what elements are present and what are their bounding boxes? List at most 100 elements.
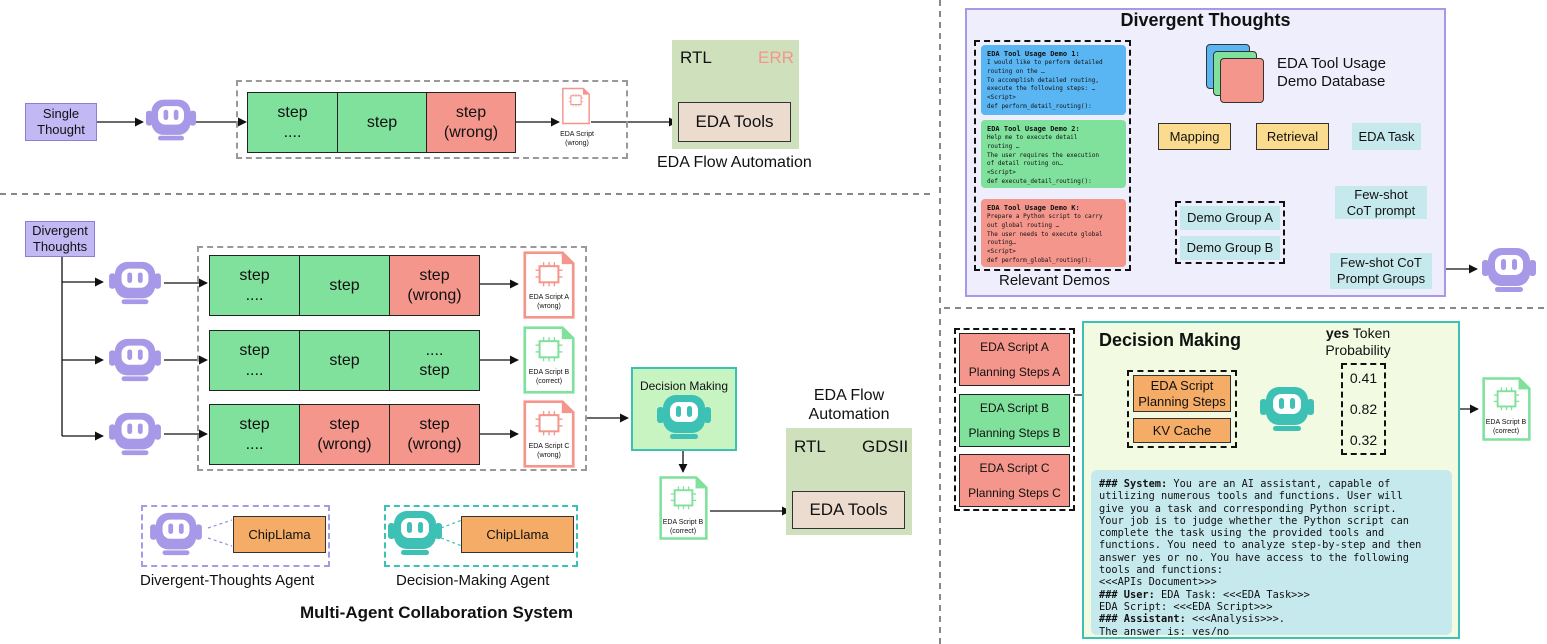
prompt-line: <<<APIs Document>>> [1099, 576, 1444, 588]
step-box: step [299, 330, 390, 391]
flow-title: EDA Flow Automation [657, 154, 812, 171]
probability-label: Probability [1325, 342, 1391, 358]
prompt-line: ### System: You are an AI assistant, cap… [1099, 478, 1444, 490]
demo-card: EDA Tool Usage Demo 1:I would like to pe… [981, 45, 1126, 115]
few-shot-box: Few-shot CoT prompt [1335, 186, 1427, 219]
single-thought-node: Single Thought [25, 103, 97, 141]
demo-body: Prepare a Python script to carry out glo… [987, 213, 1103, 264]
script-doc-icon [521, 325, 577, 400]
multi-steps-container [197, 246, 587, 471]
script-label: EDA Script B (correct) [662, 519, 704, 535]
demo-body: I would like to perform detailed routing… [987, 59, 1103, 110]
script-candidate-c: EDA Script C Planning Steps C [959, 454, 1070, 507]
prompt-text: complete the task using the provided too… [1099, 527, 1385, 540]
step-box: step [299, 255, 390, 316]
prompt-text: <<<APIs Document>>> [1099, 576, 1217, 589]
script-label: EDA Script B (correct) [1485, 419, 1527, 435]
robot-icon [145, 96, 197, 149]
script-doc-icon [561, 87, 591, 130]
prompt-line: give you a task and corresponding Python… [1099, 503, 1444, 515]
prompt-role: ### Assistant: [1099, 613, 1186, 626]
demo-group-b: Demo Group B [1180, 236, 1280, 260]
agent-label: Divergent-Thoughts Agent [140, 572, 315, 589]
panel-title: Divergent Thoughts [1120, 10, 1291, 30]
yes-token-title: yes Token [1318, 325, 1398, 341]
demo-title: EDA Tool Usage Demo 1: [987, 50, 1080, 58]
prompt-line: ### User: EDA Task: <<<EDA Task>>> [1099, 589, 1444, 601]
rtl-label: RTL [794, 437, 826, 456]
robot-icon [1480, 245, 1538, 300]
prompt-line: EDA Script: <<<EDA Script>>> [1099, 601, 1444, 613]
script-label: EDA Script A (wrong) [528, 294, 570, 310]
prompt-line: ### Assistant: <<<Analysis>>>. [1099, 613, 1444, 625]
scripts-container [954, 328, 1075, 511]
prompt-line: answer yes or no. You have access to the… [1099, 552, 1444, 564]
prompt-text: tools and functions: [1099, 564, 1223, 577]
prompt-text: EDA Script: <<<EDA Script>>> [1099, 600, 1273, 613]
probability-container [1341, 363, 1386, 455]
planning-steps-box: EDA Script Planning Steps [1133, 375, 1231, 412]
gdsii-label: GDSII [862, 437, 909, 456]
mapping-box: Mapping [1158, 123, 1231, 150]
demo-title: EDA Tool Usage Demo K: [987, 204, 1080, 212]
steps-container [236, 80, 628, 159]
robot-icon [1259, 384, 1315, 439]
prompt-line: functions. You need to analyze step-by-s… [1099, 539, 1444, 551]
eda-tools-box: EDA Tools [792, 491, 905, 529]
robot-icon [107, 410, 163, 463]
relevant-demos-container [974, 40, 1131, 271]
probability-value: 0.82 [1349, 401, 1378, 417]
prompt-text: functions. You need to analyze step-by-s… [1099, 539, 1422, 552]
step-box-wrong: step (wrong) [299, 404, 390, 465]
script-candidate-b: EDA Script B Planning Steps B [959, 394, 1070, 447]
system-title: Multi-Agent Collaboration System [300, 603, 573, 622]
database-label: EDA Tool Usage Demo Database [1277, 55, 1386, 90]
demo-title: EDA Tool Usage Demo 2: [987, 125, 1080, 133]
script-doc-icon [521, 399, 577, 474]
prompt-text: give you a task and corresponding Python… [1099, 502, 1397, 515]
divergent-agent-container [141, 505, 330, 567]
step-box: step .... [209, 404, 300, 465]
kv-cache-box: KV Cache [1133, 418, 1231, 443]
prompt-line: complete the task using the provided too… [1099, 527, 1444, 539]
robot-icon [656, 392, 712, 447]
chipllama-box: ChipLlama [461, 516, 574, 553]
step-box-wrong: step (wrong) [389, 255, 480, 316]
robot-icon [107, 336, 163, 389]
probability-value: 0.32 [1349, 432, 1378, 448]
prompt-line: The answer is: yes/no [1099, 626, 1444, 635]
eda-tools-box: EDA Tools [678, 102, 791, 142]
decision-making-label: Decision Making [639, 379, 729, 393]
prompt-line: utilizing numerous tools and functions. … [1099, 490, 1444, 502]
yes-token-bold: yes [1325, 325, 1350, 341]
eda-task-box: EDA Task [1352, 123, 1421, 150]
database-icon [1220, 58, 1264, 103]
err-label: ERR [758, 48, 794, 67]
flow-title: EDA Flow Automation [808, 387, 890, 423]
rtl-label: RTL [680, 48, 712, 67]
script-label: EDA Script B (correct) [528, 369, 570, 385]
script-doc-icon [1481, 376, 1532, 447]
step-box: step .... [209, 255, 300, 316]
divergent-thoughts-node: Divergent Thoughts [25, 221, 95, 257]
panel-title: Decision Making [1099, 330, 1242, 350]
step-box: step .... [209, 330, 300, 391]
agent-label: Decision-Making Agent [396, 572, 550, 589]
robot-icon [148, 510, 204, 563]
script-label: EDA Script (wrong) [560, 131, 594, 147]
prompt-line: tools and functions: [1099, 564, 1444, 576]
prompt-text: The answer is: yes/no [1099, 625, 1230, 635]
demo-card: EDA Tool Usage Demo 2:Help me to execute… [981, 120, 1126, 188]
demo-group-a: Demo Group A [1180, 206, 1280, 230]
robot-icon [387, 508, 443, 563]
prompt-groups-box: Few-shot CoT Prompt Groups [1330, 253, 1432, 289]
script-candidate-a: EDA Script A Planning Steps A [959, 333, 1070, 386]
script-doc-icon [521, 250, 577, 325]
step-box: .... step [389, 330, 480, 391]
prompt-line: Your job is to judge whether the Python … [1099, 515, 1444, 527]
planning-container [1127, 370, 1237, 448]
script-label: EDA Script C (wrong) [528, 443, 570, 459]
chipllama-box: ChipLlama [233, 516, 326, 553]
prompt-text: You are an AI assistant, capable of [1167, 478, 1391, 490]
